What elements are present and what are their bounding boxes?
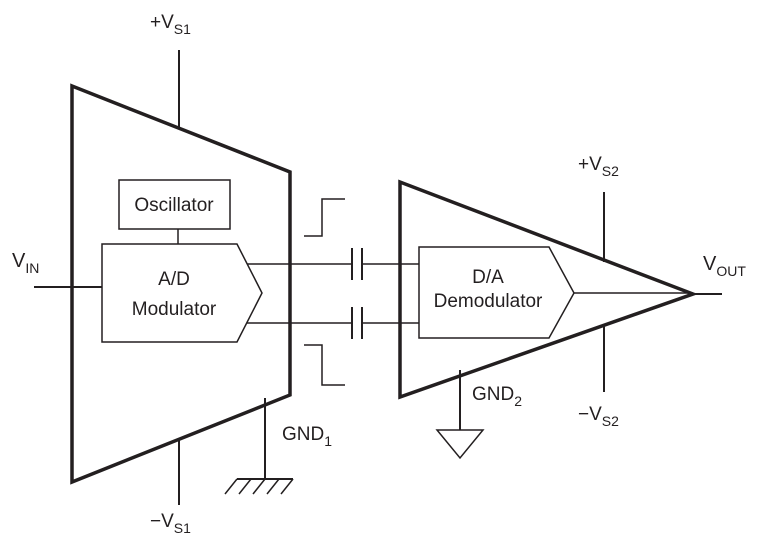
vs2-neg-label: −VS2 [578,404,619,429]
oscillator-block [118,179,231,230]
ad-modulator-label-1: A/D [158,269,190,290]
da-demodulator-label-1: D/A [472,267,504,288]
input-side-trapezoid [70,83,292,485]
pulse-waveform-top [304,198,345,237]
cap-gap-bottom [351,314,363,332]
output-side-triangle [398,179,699,400]
ad-modulator-block [101,243,263,343]
signal-ground-icon [435,429,485,460]
vout-label: VOUT [703,253,746,279]
oscillator-label: Oscillator [134,195,214,216]
da-demodulator-block [418,246,575,339]
pulse-waveform-bottom [304,344,345,386]
vin-label: VIN [12,250,39,276]
cap-gap-top [351,255,363,273]
gnd2-label: GND2 [472,384,522,409]
da-demodulator-label-2: Demodulator [434,291,543,312]
chassis-ground-icon [224,478,294,495]
ad-modulator-label-2: Modulator [132,299,217,320]
vs1-neg-label: −VS1 [150,511,191,536]
vs2-pos-label: +VS2 [578,154,619,179]
vs1-pos-label: +VS1 [150,12,191,37]
gnd1-label: GND1 [282,424,332,449]
